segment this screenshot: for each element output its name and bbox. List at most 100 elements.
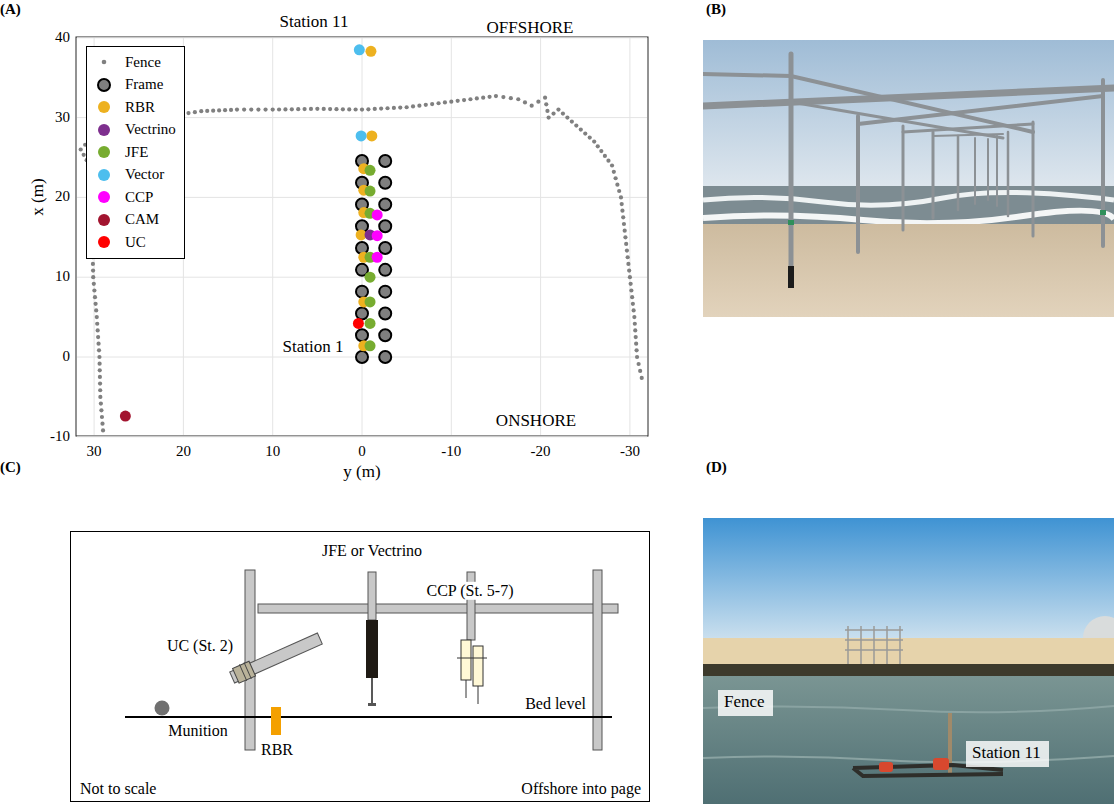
legend-text: JFE <box>125 144 148 161</box>
pole <box>957 136 960 210</box>
fence-point <box>92 288 96 292</box>
fence-point <box>633 322 637 326</box>
fence-point <box>101 428 105 432</box>
instrument-point <box>365 340 376 351</box>
fence-point <box>302 107 306 111</box>
frame-schematic <box>0 460 700 809</box>
fence-point <box>619 195 623 199</box>
fence-point <box>627 268 631 272</box>
fence-point <box>95 322 99 326</box>
fence-point <box>509 96 513 100</box>
legend-row: CCP <box>93 186 176 209</box>
axis-tick: 0 <box>63 348 71 365</box>
fence-point <box>629 282 633 286</box>
pole <box>932 132 935 218</box>
fence-point <box>96 328 100 332</box>
instrument-point <box>372 230 383 241</box>
uc-head <box>233 661 256 683</box>
instrument-point <box>372 252 383 263</box>
fence-point <box>98 382 102 386</box>
fence-point <box>97 355 101 359</box>
fence-point <box>315 107 319 111</box>
fence-point <box>93 295 97 299</box>
fence-point <box>271 108 275 112</box>
pole <box>856 116 860 252</box>
fence-point <box>612 170 616 174</box>
horizontal-bar <box>258 604 618 613</box>
fence-point <box>561 112 565 116</box>
fence-point <box>99 408 103 412</box>
fence-point <box>626 262 630 266</box>
fence-point <box>373 107 377 111</box>
legend-row: RBR <box>93 96 176 119</box>
fence-point <box>100 422 104 426</box>
sand <box>703 224 1114 317</box>
fence-point <box>405 105 409 109</box>
fence-point <box>424 103 428 107</box>
legend-row: Vector <box>93 164 176 187</box>
fence-point <box>366 107 370 111</box>
part-label: Munition <box>166 722 230 740</box>
fence-point <box>551 112 555 116</box>
legend-swatch <box>93 144 115 160</box>
fence-point <box>277 107 281 111</box>
legend-row: Frame <box>93 74 176 97</box>
fence-point <box>634 348 638 352</box>
legend-text: Frame <box>125 76 163 93</box>
grid-line <box>272 38 273 435</box>
fence-point <box>186 111 190 115</box>
legend-text: Fence <box>125 54 161 71</box>
legend-row: Vectrino <box>93 119 176 142</box>
fence-point <box>91 262 95 266</box>
fence-point <box>205 109 209 113</box>
fence-point <box>523 100 527 104</box>
sensor-brush <box>788 266 794 288</box>
legend-swatch <box>93 189 115 205</box>
fence-point <box>615 183 619 187</box>
fence-point <box>583 131 587 135</box>
frame-point <box>356 307 368 319</box>
fence-point <box>79 147 83 151</box>
fence-point <box>354 107 358 111</box>
axis-tick: 30 <box>87 443 102 460</box>
fence-point <box>211 109 215 113</box>
pole <box>245 570 255 750</box>
panel-letter: (B) <box>706 1 726 18</box>
fence-point <box>623 229 627 233</box>
legend-marker <box>98 124 110 136</box>
jfe-probe <box>371 678 373 704</box>
axis-tick: -10 <box>50 428 70 445</box>
fence-point <box>283 107 287 111</box>
pole <box>789 54 794 272</box>
uc-sensor <box>228 630 323 685</box>
axis-tick: 10 <box>265 443 280 460</box>
fence-point <box>223 108 227 112</box>
dune <box>703 638 1114 668</box>
fence-point <box>98 395 102 399</box>
fence-point <box>379 106 383 110</box>
station-photo <box>703 518 1114 804</box>
photo-tag: Station 11 <box>966 741 1049 767</box>
axis-tick: 30 <box>55 109 70 126</box>
pole <box>1032 122 1035 236</box>
fence-point <box>443 100 447 104</box>
scaffold-photo <box>703 40 1114 317</box>
legend-text: CCP <box>125 189 153 206</box>
pole <box>1101 80 1105 246</box>
fence-point <box>334 107 338 111</box>
photo-tag: Fence <box>718 690 773 716</box>
legend-row: UC <box>93 231 176 254</box>
part-label: RBR <box>259 741 295 759</box>
fence-point <box>599 149 603 153</box>
axis-tick: 10 <box>55 269 70 286</box>
instrument-point <box>365 165 376 176</box>
frame-point <box>379 351 391 363</box>
frame-point <box>379 307 391 319</box>
fence-point <box>92 282 96 286</box>
note: Offshore into page <box>519 780 643 798</box>
fence-point <box>100 415 104 419</box>
instrument-point <box>365 318 376 329</box>
grid-line <box>451 38 452 435</box>
legend-text: Vector <box>125 166 164 183</box>
fence-point <box>229 108 233 112</box>
